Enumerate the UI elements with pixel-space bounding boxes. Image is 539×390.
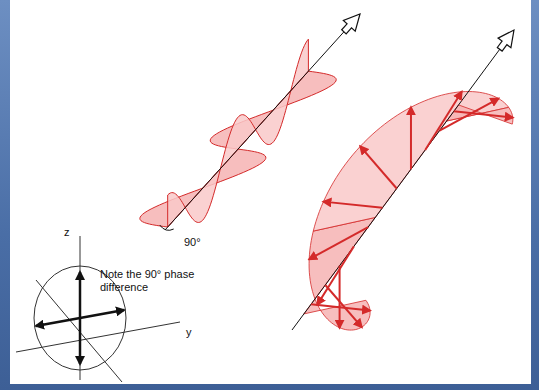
image-panel <box>10 0 531 384</box>
field-vector <box>309 227 368 259</box>
propagation-arrow <box>342 14 360 34</box>
field-vector <box>410 107 412 169</box>
vertical-wave <box>168 39 309 227</box>
axis-diagram <box>16 236 180 382</box>
axis-label: z <box>64 226 70 239</box>
field-vector <box>339 266 341 328</box>
propagation-axis <box>165 27 348 230</box>
axis-label: y <box>186 326 192 339</box>
circular-wave <box>292 30 514 330</box>
field-vector <box>325 285 361 327</box>
propagation-axis <box>292 44 503 330</box>
angle-label: 90° <box>184 236 201 249</box>
helix-ribbon <box>304 217 375 330</box>
phase-angle-mark <box>160 225 174 230</box>
field-vector <box>323 202 382 208</box>
propagation-arrow <box>497 30 514 51</box>
field-vector <box>360 146 396 188</box>
field-vector <box>317 246 353 304</box>
field-vector <box>454 111 513 117</box>
note-text: Note the 90° phase difference <box>100 268 196 294</box>
